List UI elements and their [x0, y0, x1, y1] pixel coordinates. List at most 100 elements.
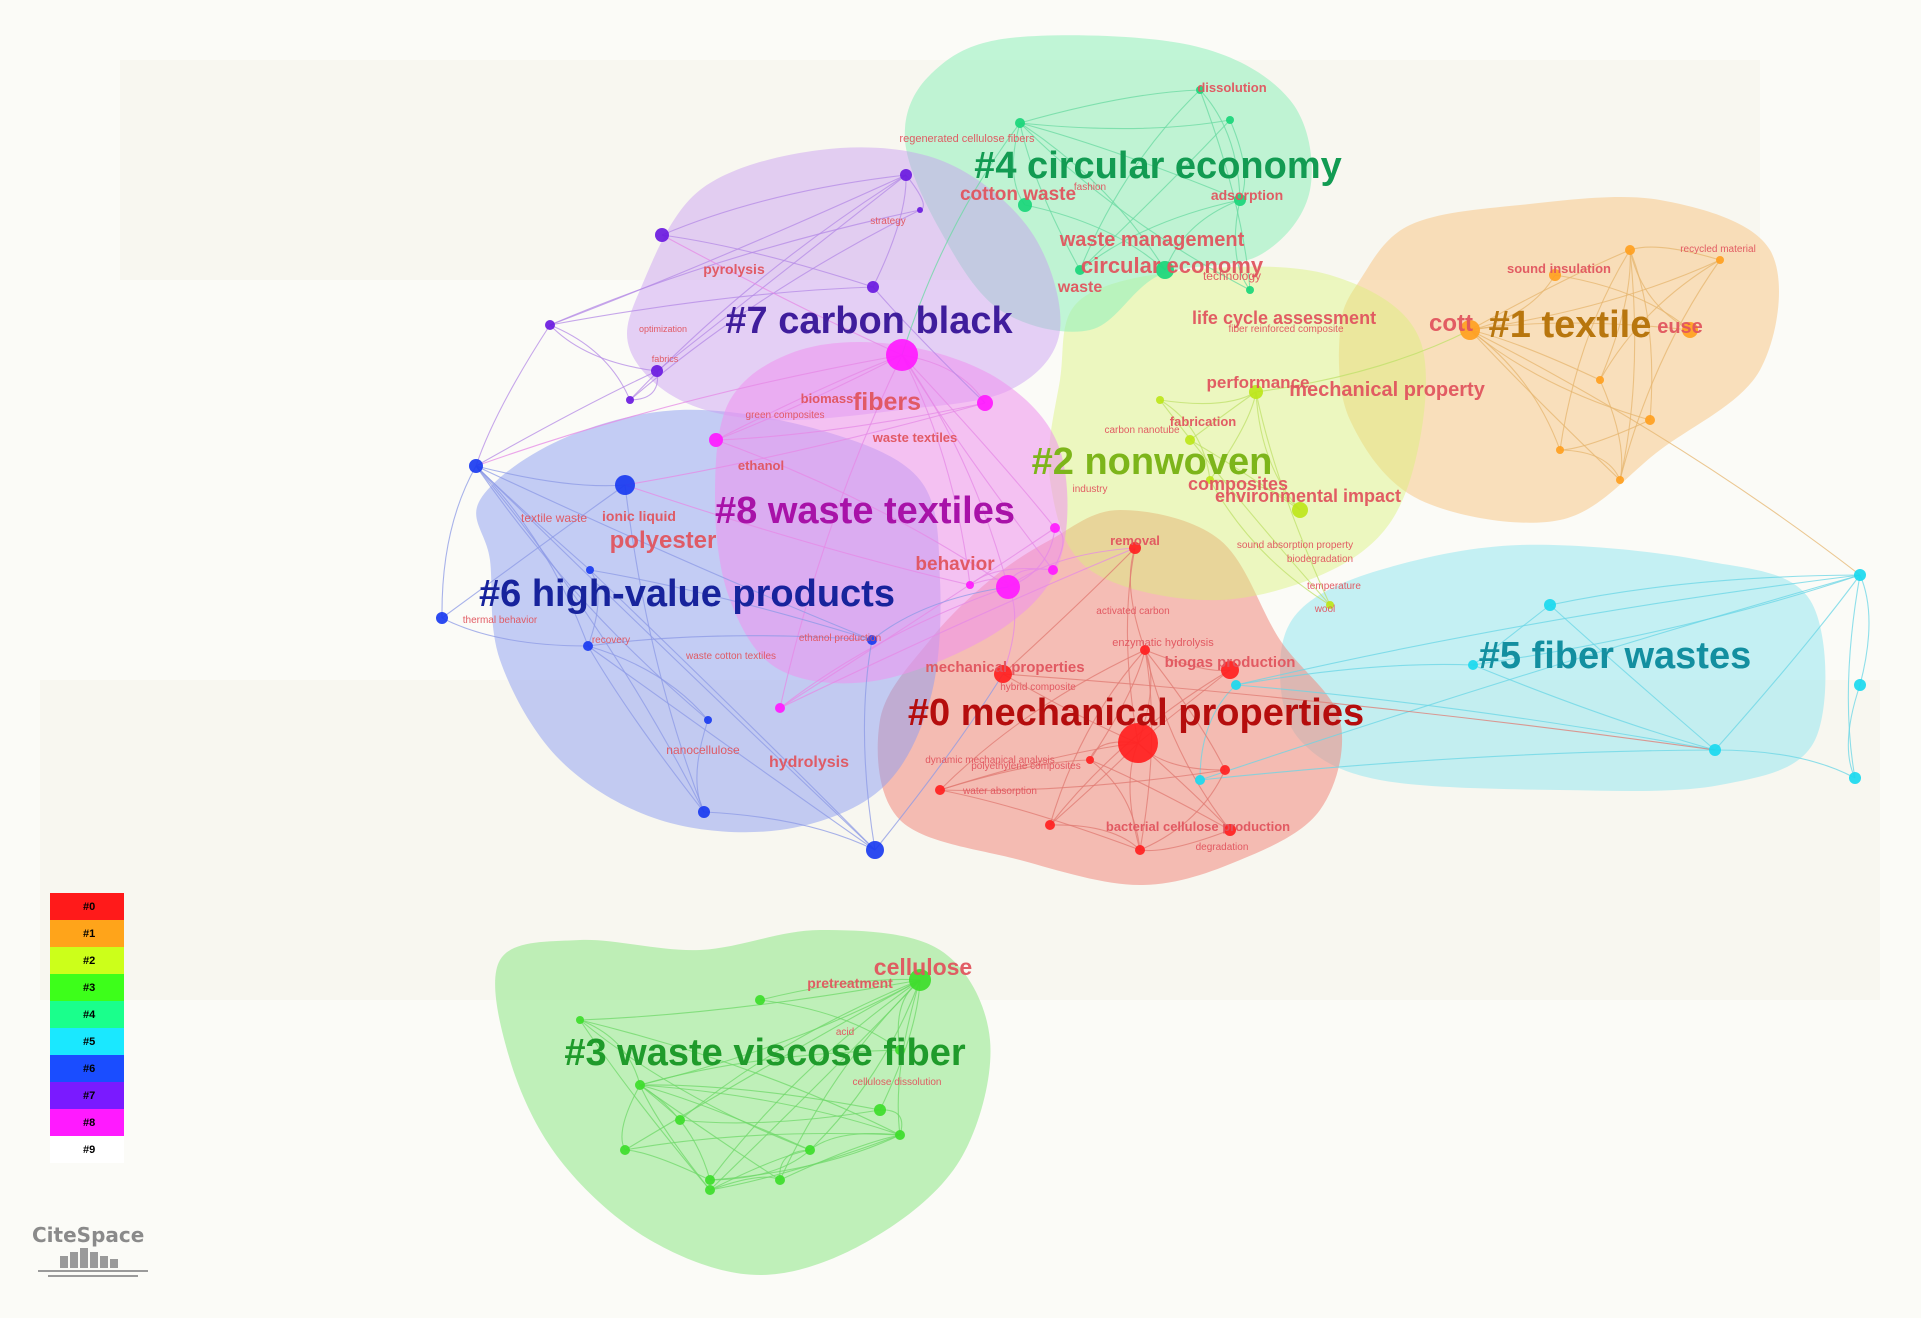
co-occurrence-link	[475, 465, 709, 721]
keyword-node	[874, 1104, 886, 1116]
co-occurrence-link	[1139, 829, 1231, 852]
legend-label: #3	[83, 981, 96, 994]
keyword-node	[1156, 261, 1174, 279]
co-occurrence-link	[656, 174, 907, 372]
co-occurrence-link	[1139, 769, 1226, 851]
co-occurrence-link	[897, 979, 921, 1136]
co-occurrence-link	[1129, 547, 1146, 651]
keyword-label: cott	[1429, 310, 1473, 337]
keyword-label: nanocellulose	[666, 743, 740, 757]
keyword-node	[586, 566, 594, 574]
co-occurrence-link	[872, 286, 986, 404]
keyword-node	[935, 785, 945, 795]
co-occurrence-link	[475, 354, 903, 467]
co-occurrence-link	[809, 1132, 901, 1151]
legend-swatch-9: #9	[50, 1136, 124, 1163]
keyword-label: acid	[836, 1027, 854, 1038]
keyword-label: textile waste	[521, 511, 587, 525]
keyword-node	[1292, 502, 1308, 518]
co-occurrence-link	[715, 354, 903, 441]
keyword-node	[655, 228, 669, 242]
co-occurrence-link	[587, 569, 599, 647]
co-occurrence-link	[1126, 547, 1139, 744]
co-occurrence-link	[1599, 249, 1631, 381]
co-occurrence-link	[1859, 574, 1870, 686]
legend-swatch-1: #1	[50, 920, 124, 947]
keyword-label: carbon nanotube	[1104, 425, 1180, 436]
co-occurrence-link	[624, 484, 971, 586]
co-occurrence-link	[759, 999, 901, 1051]
keyword-label: degradation	[1196, 842, 1249, 853]
co-occurrence-link	[809, 979, 921, 1151]
citespace-logo: CiteSpace	[28, 1222, 160, 1282]
co-occurrence-link	[1049, 649, 1146, 826]
co-occurrence-link	[939, 649, 1146, 791]
keyword-node	[1086, 756, 1094, 764]
keyword-node	[775, 1175, 785, 1185]
keyword-node	[1460, 320, 1480, 340]
co-occurrence-link	[901, 354, 1009, 588]
keyword-node	[583, 641, 593, 651]
co-occurrence-link	[1199, 574, 1861, 781]
co-occurrence-link	[779, 1134, 901, 1181]
co-occurrence-link	[703, 811, 876, 851]
co-occurrence-link	[1159, 399, 1211, 481]
co-occurrence-link	[679, 979, 921, 1121]
co-occurrence-link	[1469, 329, 1561, 451]
keyword-label: fiber reinforced composite	[1228, 324, 1343, 335]
keyword-label: sound insulation	[1507, 261, 1611, 276]
keyword-node	[705, 1175, 715, 1185]
co-occurrence-link	[1599, 379, 1623, 481]
keyword-label: euse	[1657, 316, 1703, 338]
keyword-node	[1195, 775, 1205, 785]
co-occurrence-link	[1469, 259, 1721, 331]
keyword-node	[1544, 599, 1556, 611]
keyword-label: behavior	[915, 554, 995, 575]
co-occurrence-link	[1159, 391, 1257, 405]
keyword-label: green composites	[746, 410, 825, 421]
keyword-node	[1221, 661, 1239, 679]
co-occurrence-link	[1024, 204, 1166, 271]
co-occurrence-link	[549, 324, 658, 372]
cluster-label-c6: #6 high-value products	[479, 573, 895, 615]
cluster-label-c0: #0 mechanical properties	[908, 692, 1364, 734]
keyword-node	[1206, 476, 1214, 484]
co-occurrence-link	[1549, 574, 1861, 606]
co-occurrence-link	[1189, 439, 1301, 511]
keyword-label: regenerated cellulose fibers	[899, 133, 1035, 145]
co-occurrence-link	[1559, 419, 1651, 451]
keyword-node	[1129, 542, 1141, 554]
co-occurrence-link	[939, 789, 1141, 851]
co-occurrence-link	[441, 484, 626, 619]
co-occurrence-link	[1559, 449, 1621, 481]
keyword-label: enzymatic hydrolysis	[1112, 637, 1214, 649]
keyword-label: circular economy	[1081, 253, 1264, 278]
co-occurrence-link	[779, 547, 1136, 709]
legend-label: #0	[83, 900, 96, 913]
co-occurrence-link	[1019, 89, 1201, 124]
co-occurrence-link	[1209, 479, 1331, 606]
keyword-node	[698, 806, 710, 818]
keyword-label: ethanol production	[799, 633, 881, 644]
co-occurrence-link	[1255, 391, 1331, 606]
co-occurrence-link	[939, 769, 1226, 792]
cluster-label-c5: #5 fiber wastes	[1479, 635, 1751, 677]
co-occurrence-link	[579, 1019, 711, 1191]
keyword-label: strategy	[870, 216, 906, 227]
keyword-label: cellulose	[874, 954, 972, 980]
co-occurrence-link	[1159, 399, 1331, 606]
keyword-node	[895, 1045, 905, 1055]
co-occurrence-link	[1209, 479, 1301, 511]
co-occurrence-link	[639, 1084, 811, 1151]
legend-swatch-0: #0	[50, 893, 124, 920]
keyword-label: fabrics	[652, 354, 679, 364]
keyword-label: recycled material	[1680, 244, 1756, 255]
keyword-node	[1075, 265, 1085, 275]
keyword-node	[1645, 415, 1655, 425]
keyword-label: waste textiles	[872, 430, 958, 445]
co-occurrence-link	[879, 979, 921, 1111]
legend-swatch-3: #3	[50, 974, 124, 1001]
co-occurrence-link	[1469, 329, 1621, 481]
legend-swatch-6: #6	[50, 1055, 124, 1082]
co-occurrence-link	[1472, 574, 1861, 666]
